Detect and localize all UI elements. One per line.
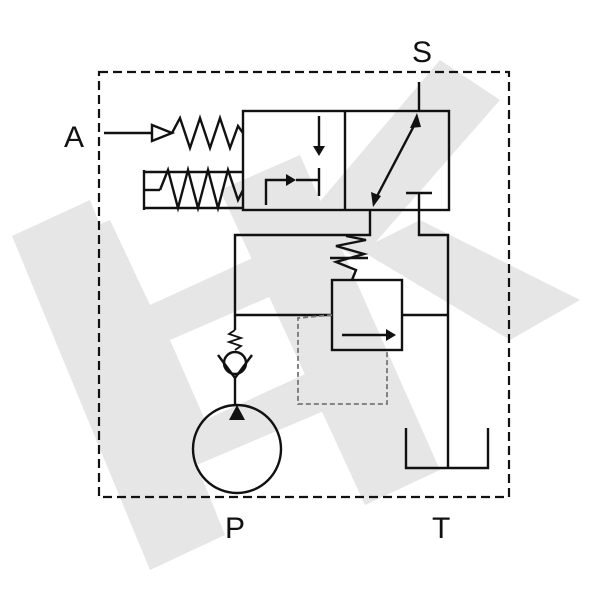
port-label-t: T [432,512,450,545]
spring-icon [158,165,245,213]
tank-icon [404,428,490,470]
port-label-s: S [412,36,432,69]
line-tank [417,210,450,468]
pump-icon [191,403,283,495]
check-valve-icon [217,329,253,405]
port-label-a: A [64,121,84,154]
ek-watermark-logo [12,60,580,570]
pilot-line [297,314,388,405]
line-pressure [233,210,372,317]
manifold-boundary [97,70,511,499]
pilot-actuator [104,114,244,152]
directional-valve [241,109,451,212]
spring-icon [332,234,369,281]
spring-icon [170,114,244,152]
port-label-p: P [225,512,245,545]
spring-return-actuator [142,165,245,213]
